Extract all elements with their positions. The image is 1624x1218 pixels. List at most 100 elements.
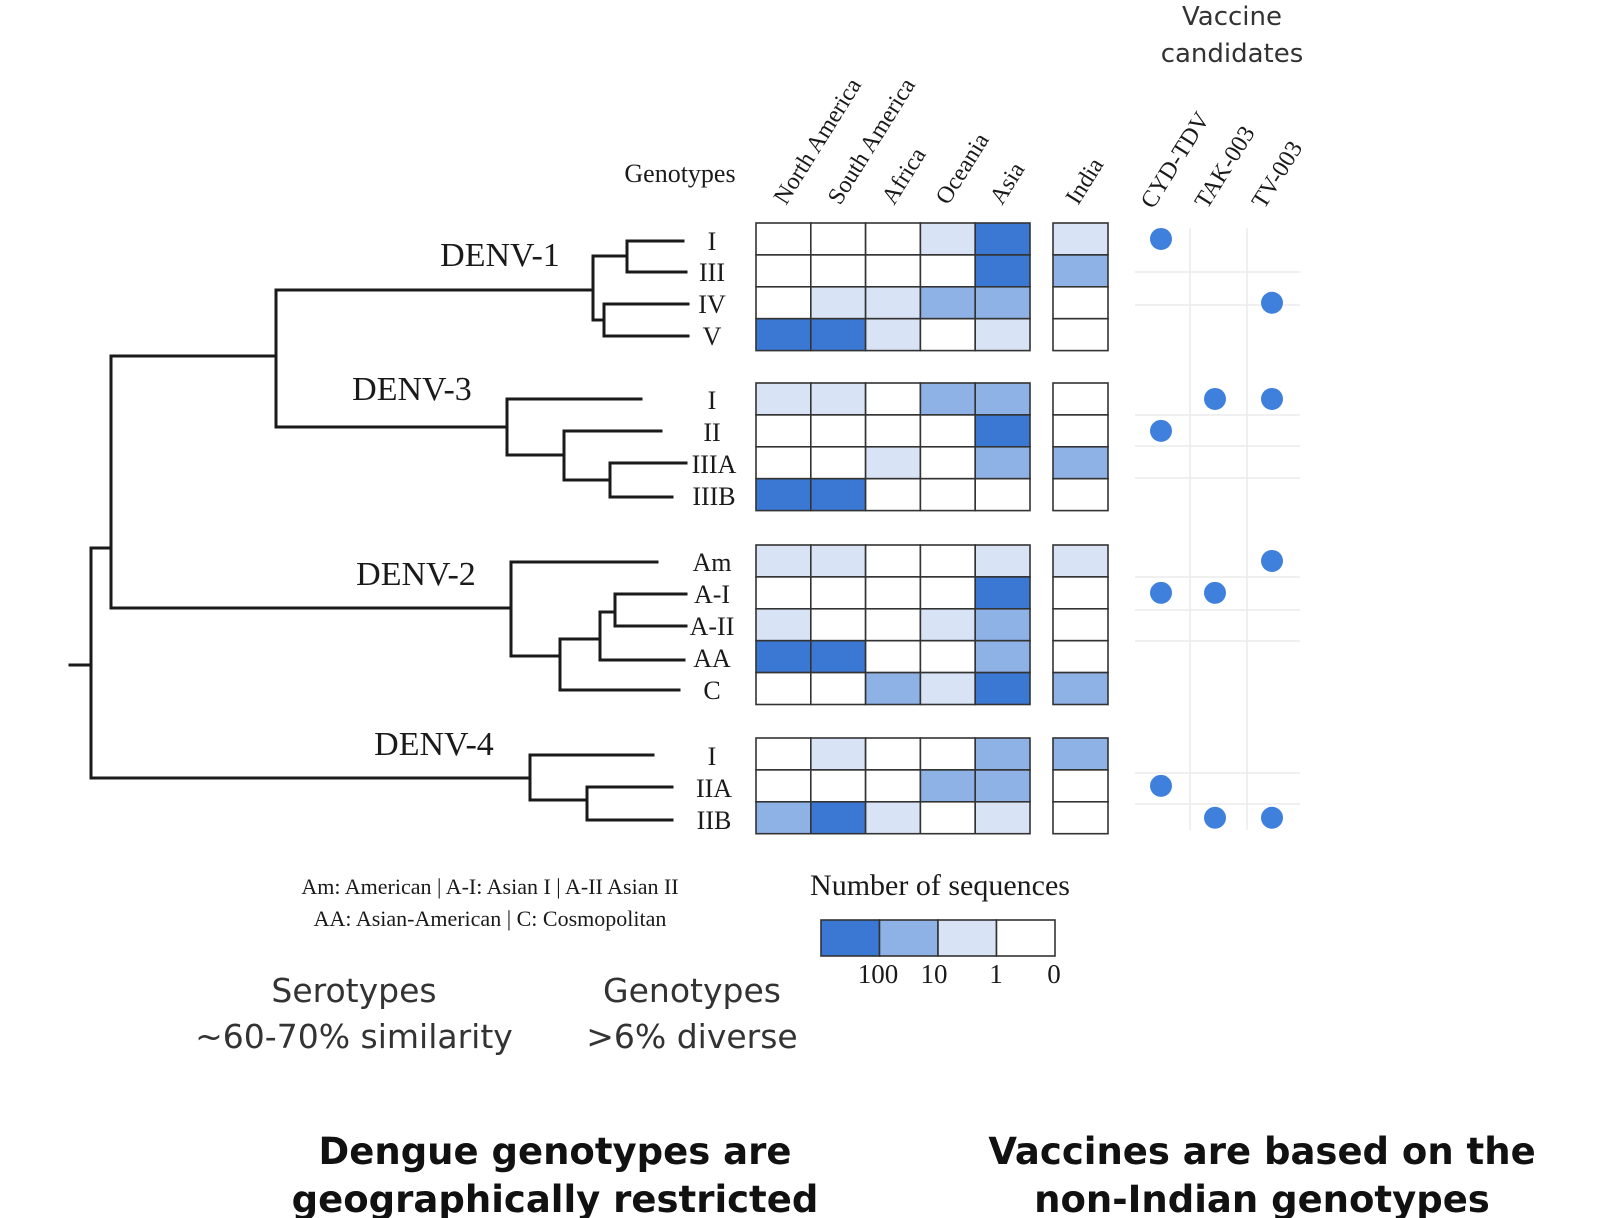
- vaccine-dot: [1261, 291, 1283, 314]
- serotype-label-denv1: DENV-1: [440, 237, 560, 274]
- legend-swatch: [820, 919, 881, 957]
- heatmap-cell: [919, 445, 977, 480]
- genotype-label: A-II: [690, 612, 735, 641]
- heatmap-cell: [974, 382, 1031, 416]
- vaccine-dot: [1261, 387, 1283, 410]
- heatmap-cell: [974, 769, 1031, 803]
- india-heatmap: [1052, 222, 1109, 835]
- vaccine-dot: [1150, 581, 1172, 604]
- heatmap-cell: [755, 445, 812, 480]
- legend-swatch: [878, 919, 939, 957]
- india-cell: [1052, 544, 1109, 578]
- caption-left-line2: geographically restricted: [292, 1178, 819, 1218]
- heatmap-cell: [974, 544, 1031, 578]
- heatmap-cell: [809, 254, 867, 288]
- india-cell: [1052, 414, 1109, 448]
- heatmap-cell: [919, 222, 977, 256]
- heatmap-cell: [864, 317, 922, 352]
- legend-label-100: 100: [858, 959, 899, 989]
- heatmap-cell: [919, 800, 977, 835]
- india-cell: [1052, 639, 1109, 674]
- heatmap-cell: [755, 285, 812, 320]
- vaccine-dot: [1261, 806, 1283, 829]
- vaccine-header-line1: Vaccine: [1182, 2, 1282, 32]
- heatmap-cell: [974, 800, 1031, 835]
- heatmap-cell: [864, 800, 922, 835]
- heatmap-cell: [919, 607, 977, 642]
- serotypes-note-detail: ~60-70% similarity: [195, 1017, 513, 1056]
- heatmap-cell: [974, 254, 1031, 288]
- heatmap-cell: [974, 607, 1031, 642]
- heatmap-cell: [864, 477, 922, 512]
- heatmap-cell: [809, 800, 867, 835]
- heatmap-cell: [864, 254, 922, 288]
- genotype-label: V: [703, 322, 722, 351]
- heatmap-cell: [864, 382, 922, 416]
- legend-swatch: [995, 919, 1056, 957]
- heatmap-cell: [974, 445, 1031, 480]
- vaccine-dots: [1150, 227, 1283, 829]
- india-cell: [1052, 285, 1109, 320]
- heatmap-cell: [919, 477, 977, 512]
- heatmap-cell: [974, 317, 1031, 352]
- india-cell: [1052, 317, 1109, 352]
- genotype-label: I: [708, 742, 717, 771]
- heatmap-cell: [864, 639, 922, 674]
- legend-swatch: [937, 919, 998, 957]
- heatmap-cell: [974, 477, 1031, 512]
- legend-label-1: 1: [989, 959, 1003, 989]
- heatmap-cell: [919, 639, 977, 674]
- vaccine-dot: [1261, 549, 1283, 572]
- heatmap-cell: [809, 382, 867, 416]
- heatmap-cell: [974, 414, 1031, 448]
- caption-right-line2: non-Indian genotypes: [1034, 1178, 1490, 1218]
- heatmap-cell: [974, 576, 1031, 610]
- serotype-label-denv3: DENV-3: [352, 371, 472, 408]
- vaccine-dot: [1150, 419, 1172, 442]
- heatmap-cell: [919, 285, 977, 320]
- region-header-africa: Africa: [877, 143, 932, 209]
- genotype-label: IV: [698, 290, 726, 319]
- heatmap-cell: [809, 285, 867, 320]
- phylogenetic-tree: [68, 239, 690, 822]
- heatmap-cell: [864, 607, 922, 642]
- vaccine-dot: [1150, 774, 1172, 797]
- heatmap-cell: [755, 414, 812, 448]
- india-cell: [1052, 222, 1109, 256]
- india-cell: [1052, 607, 1109, 642]
- legend-label-10: 10: [921, 959, 948, 989]
- vaccine-grid: [1135, 228, 1300, 830]
- heatmap-cell: [755, 800, 812, 835]
- heatmap-cell: [809, 445, 867, 480]
- heatmap-cell: [864, 222, 922, 256]
- heatmap-cell: [809, 222, 867, 256]
- heatmap-cell: [919, 576, 977, 610]
- india-cell: [1052, 382, 1109, 416]
- legend-label-0: 0: [1047, 959, 1061, 989]
- genotype-label: Am: [693, 548, 732, 577]
- heatmap-cell: [809, 671, 867, 706]
- heatmap-cell: [755, 671, 812, 706]
- genotype-label: A-I: [694, 580, 730, 609]
- genotypes-note-title: Genotypes: [603, 971, 781, 1010]
- vaccine-dot: [1204, 387, 1226, 410]
- caption-left-line1: Dengue genotypes are: [319, 1130, 792, 1173]
- heatmap-cell: [809, 769, 867, 803]
- caption-right-line1: Vaccines are based on the: [988, 1130, 1535, 1173]
- heatmap-cell: [755, 607, 812, 642]
- heatmap-cell: [864, 769, 922, 803]
- genotype-label: I: [708, 386, 717, 415]
- heatmap-cell: [809, 414, 867, 448]
- heatmap-cell: [974, 671, 1031, 706]
- heatmap-cell: [864, 445, 922, 480]
- heatmap-cell: [919, 254, 977, 288]
- region-header-asia: Asia: [985, 158, 1031, 209]
- genotype-label: C: [703, 676, 720, 705]
- abbreviation-note-line2: AA: Asian-American | C: Cosmopolitan: [314, 906, 667, 931]
- genotype-label: IIB: [697, 806, 732, 835]
- heatmap-cell: [919, 382, 977, 416]
- legend-swatches: [820, 919, 1056, 957]
- genotype-label: AA: [693, 644, 731, 673]
- india-cell: [1052, 737, 1109, 771]
